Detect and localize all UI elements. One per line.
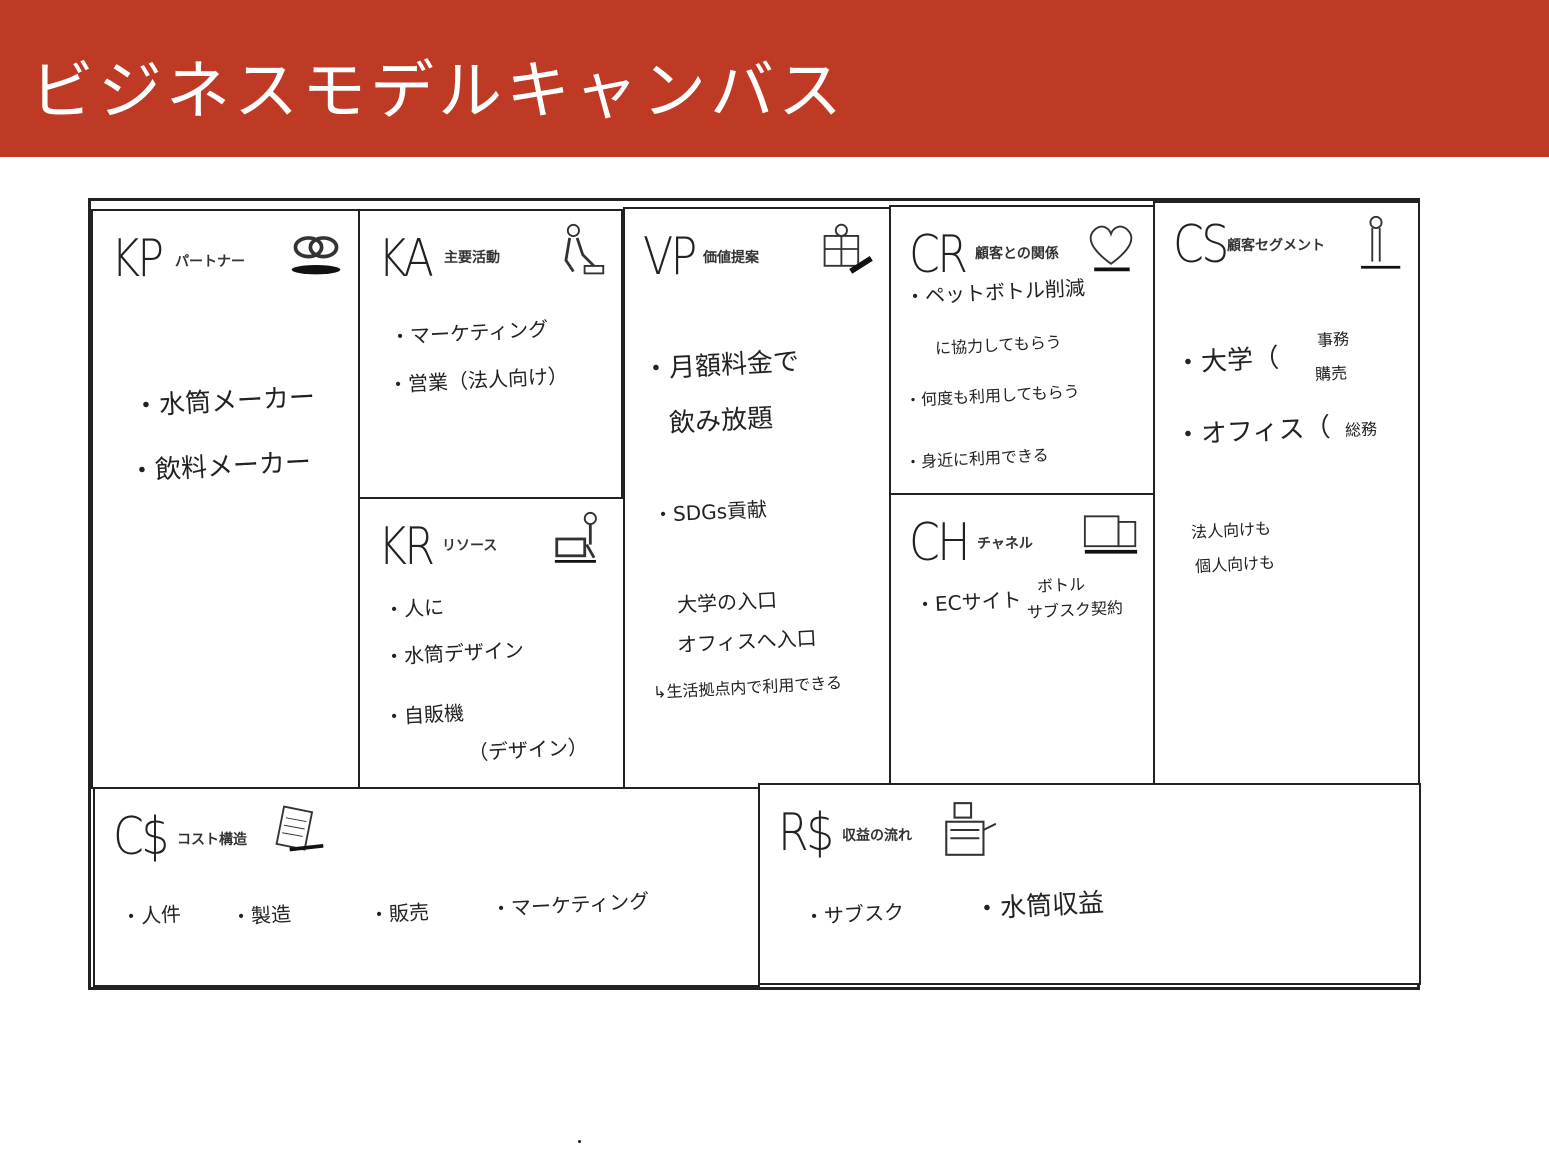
handwritten-note: サブスク契約 <box>1026 597 1124 622</box>
cell-label: 収益の流れ <box>842 828 912 844</box>
cell-customer-relationships: CR 顧客との関係 ・ペットボトル削減 に協力してもらう ・何度も利用してもらう… <box>889 205 1155 495</box>
handwritten-note: ボトル <box>1036 574 1086 596</box>
worker-icon <box>564 223 605 275</box>
cell-value-propositions: VP 価値提案 ・月額料金で 飲み放題 ・SDGs貢献 大学の入口 オフィスへ入… <box>623 207 891 789</box>
handwritten-note: 総務 <box>1344 419 1378 440</box>
cell-cost-structure: C$ コスト構造 ・人件 ・製造 ・販売 ・マーケティング <box>93 787 760 987</box>
gift-icon <box>823 223 873 274</box>
handwritten-note: 事務 <box>1316 329 1350 350</box>
handwritten-note: ・製造 <box>230 901 292 929</box>
handwritten-note: ・身近に利用できる <box>904 445 1050 472</box>
cash-register-icon <box>945 802 997 856</box>
cell-code: CR <box>909 225 968 285</box>
cell-customer-segments: CS 顧客セグメント ・大学（ 事務 購売 ・オフィス（ 総務 法人向けも 個人… <box>1153 201 1420 785</box>
handwritten-note: オフィスへ入口 <box>676 625 818 657</box>
handwritten-note: 法人向けも <box>1190 518 1272 542</box>
handwritten-note: ・マーケティング <box>389 316 549 349</box>
cell-revenue-streams: R$ 収益の流れ ・サブスク ・水筒収益 <box>758 783 1421 985</box>
handwritten-note: ↳生活拠点内で利用できる <box>652 673 843 702</box>
cell-code: CH <box>909 513 971 573</box>
cell-code: C$ <box>113 807 169 867</box>
handwritten-note: ・サブスク <box>803 899 905 929</box>
cell-code: R$ <box>778 803 834 863</box>
handwritten-note: ・何度も利用してもらう <box>904 381 1081 410</box>
document-icon <box>275 805 324 852</box>
handwritten-note: ・月額料金で <box>642 346 800 385</box>
cell-label: リソース <box>442 538 498 554</box>
handwritten-note: ・マーケティング <box>490 888 650 921</box>
handwritten-note: ・人に <box>383 594 445 622</box>
cell-key-activities: KA 主要活動 ・マーケティング ・営業（法人向け） <box>358 209 623 499</box>
business-model-canvas: KP パートナー ・水筒メーカー ・飲料メーカー KA 主要活動 ・マーケティン… <box>88 198 1421 990</box>
handwritten-note: ・販売 <box>368 899 430 927</box>
handwritten-note: ・オフィス（ <box>1174 412 1332 451</box>
handwritten-note: に協力してもらう <box>934 332 1063 358</box>
cell-label: コスト構造 <box>177 832 247 848</box>
cell-label: 主要活動 <box>444 250 500 266</box>
handwritten-note: ・営業（法人向け） <box>387 363 569 397</box>
cell-key-resources: KR リソース ・人に ・水筒デザイン ・自販機 （デザイン） <box>358 497 625 789</box>
chain-link-icon <box>291 236 341 275</box>
worker-cart-icon <box>554 511 597 563</box>
handwritten-note: 飲み放題 <box>668 403 774 439</box>
handwritten-note: ・SDGs貢献 <box>652 497 768 527</box>
handwritten-note: 大学の入口 <box>676 587 778 617</box>
cell-label: パートナー <box>175 254 245 270</box>
handwritten-note: （デザイン） <box>467 734 589 765</box>
cell-label: チャネル <box>977 536 1033 552</box>
handwritten-note: ・水筒収益 <box>973 888 1105 925</box>
handwritten-note: ・自販機 <box>383 700 465 729</box>
cell-label: 顧客との関係 <box>975 246 1059 262</box>
handwritten-note: 購売 <box>1314 363 1348 384</box>
handwritten-note: ・人件 <box>120 901 182 929</box>
slide-title: ビジネスモデルキャンバス <box>30 55 846 129</box>
handwritten-note: ・水筒メーカー <box>132 382 316 422</box>
cell-code: KR <box>378 517 435 577</box>
cell-key-partners: KP パートナー ・水筒メーカー ・飲料メーカー <box>91 209 360 789</box>
cell-label: 価値提案 <box>703 250 759 266</box>
heart-icon <box>1089 225 1133 272</box>
person-icon <box>1361 215 1401 269</box>
cell-code: CS <box>1173 215 1229 275</box>
handwritten-note: 個人向けも <box>1194 552 1276 576</box>
stray-dot <box>578 1140 581 1143</box>
handwritten-note: ・水筒デザイン <box>383 637 525 669</box>
handwritten-note: ・大学（ <box>1174 343 1280 379</box>
cell-code: KP <box>111 229 164 289</box>
cell-channels: CH チャネル ・ECサイト ボトル サブスク契約 <box>889 493 1155 787</box>
slide-header: ビジネスモデルキャンバス <box>0 0 1549 157</box>
cell-code: KA <box>378 229 434 289</box>
handwritten-note: ・飲料メーカー <box>128 447 312 487</box>
cell-code: VP <box>643 227 697 287</box>
handwritten-note: ・ECサイト <box>914 587 1023 617</box>
cell-label: 顧客セグメント <box>1227 238 1325 254</box>
truck-icon <box>1083 515 1138 554</box>
